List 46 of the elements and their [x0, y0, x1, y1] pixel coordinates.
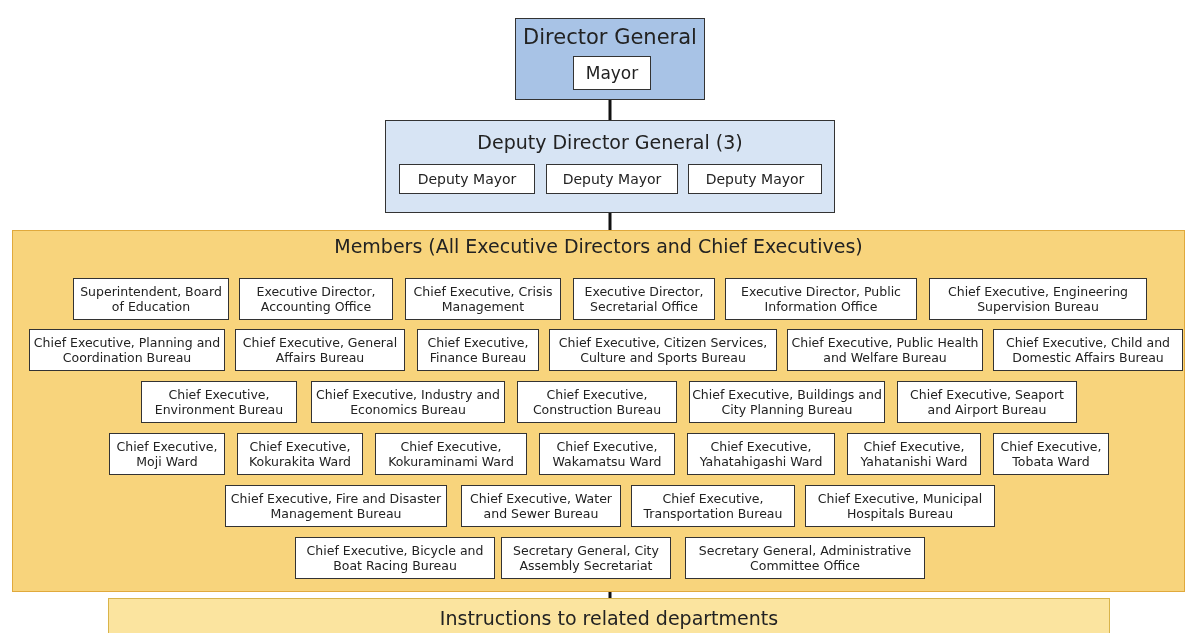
- position-box: Chief Executive, Tobata Ward: [993, 433, 1109, 475]
- group-box: [108, 598, 1110, 633]
- group-box: [12, 230, 1185, 592]
- group-heading: Deputy Director General (3): [476, 131, 744, 153]
- position-box: Chief Executive, Kokurakita Ward: [237, 433, 363, 475]
- position-box: Chief Executive, Wakamatsu Ward: [539, 433, 675, 475]
- position-box: Chief Executive, Kokuraminami Ward: [375, 433, 527, 475]
- group-box: [385, 120, 835, 213]
- position-box: Deputy Mayor: [546, 164, 678, 194]
- position-box: Secretary General, Administrative Committee Office: [685, 537, 925, 579]
- position-box: Chief Executive, Transportation Bureau: [631, 485, 795, 527]
- position-box: Chief Executive, Municipal Hospitals Bureau: [805, 485, 995, 527]
- position-box: Chief Executive, Environment Bureau: [141, 381, 297, 423]
- position-box: Chief Executive, Planning and Coordination Bureau: [29, 329, 225, 371]
- position-box: Mayor: [573, 56, 651, 90]
- position-box: Chief Executive, Yahatahigashi Ward: [687, 433, 835, 475]
- position-box: Chief Executive, Moji Ward: [109, 433, 225, 475]
- group-box: [515, 18, 705, 100]
- position-box: Chief Executive, Finance Bureau: [417, 329, 539, 371]
- connector-line: [608, 213, 612, 230]
- position-box: Chief Executive, Industry and Economics Bureau: [311, 381, 505, 423]
- position-box: Executive Director, Secretarial Office: [573, 278, 715, 320]
- position-box: Chief Executive, Bicycle and Boat Racing Bureau: [295, 537, 495, 579]
- position-box: Chief Executive, Buildings and City Planning Bureau: [689, 381, 885, 423]
- position-box: Chief Executive, General Affairs Bureau: [235, 329, 405, 371]
- connector-line: [608, 100, 612, 120]
- position-box: Chief Executive, Crisis Management: [405, 278, 561, 320]
- position-box: Chief Executive, Seaport and Airport Bureau: [897, 381, 1077, 423]
- position-box: Chief Executive, Engineering Supervision Bureau: [929, 278, 1147, 320]
- position-box: Executive Director, Accounting Office: [239, 278, 393, 320]
- group-heading: Director General: [522, 25, 698, 49]
- connector-line: [608, 592, 612, 598]
- position-box: Chief Executive, Construction Bureau: [517, 381, 677, 423]
- position-box: Chief Executive, Yahatanishi Ward: [847, 433, 981, 475]
- position-box: Chief Executive, Child and Domestic Affairs Bureau: [993, 329, 1183, 371]
- position-box: Chief Executive, Fire and Disaster Management Bureau: [225, 485, 447, 527]
- position-box: Chief Executive, Public Health and Welfare Bureau: [787, 329, 983, 371]
- position-box: Executive Director, Public Information Office: [725, 278, 917, 320]
- position-box: Chief Executive, Water and Sewer Bureau: [461, 485, 621, 527]
- position-box: Chief Executive, Citizen Services, Culture and Sports Bureau: [549, 329, 777, 371]
- group-heading: Instructions to related departments: [438, 607, 780, 629]
- group-heading: Members (All Executive Directors and Chief Executives): [333, 235, 864, 257]
- position-box: Superintendent, Board of Education: [73, 278, 229, 320]
- position-box: Secretary General, City Assembly Secretariat: [501, 537, 671, 579]
- position-box: Deputy Mayor: [399, 164, 535, 194]
- position-box: Deputy Mayor: [688, 164, 822, 194]
